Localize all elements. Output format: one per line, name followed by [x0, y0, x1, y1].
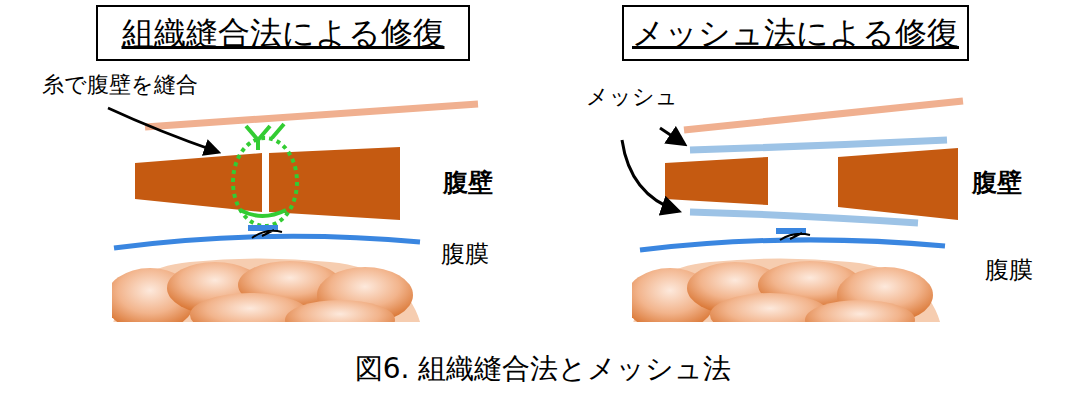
skin-line: [684, 101, 963, 130]
part-label: 腹膜: [441, 240, 489, 269]
part-label: 糸で腹壁を縫合: [42, 72, 198, 98]
mesh-onlay: [690, 140, 947, 150]
suture-knot: [246, 124, 284, 150]
heading-text: メッシュ法による修復: [632, 14, 959, 52]
abdominal-wall: [838, 148, 958, 220]
skin-line: [145, 104, 478, 127]
suture-area: [233, 138, 297, 226]
peritoneum-knot: [252, 230, 282, 238]
part-label: メッシュ: [586, 84, 678, 110]
part-label: 腹膜: [985, 256, 1033, 285]
peritoneum-knot: [780, 233, 810, 240]
heading-box: 組織縫合法による修復: [96, 5, 470, 61]
abdominal-wall: [269, 147, 400, 220]
intestines-right: [632, 259, 942, 323]
leader-arrow: [660, 128, 684, 144]
leader-arrow: [622, 140, 678, 211]
suture-thread: [240, 210, 286, 216]
heading-text: 組織縫合法による修復: [122, 14, 445, 52]
leader-arrow: [108, 108, 218, 152]
peritoneum-line: [114, 236, 420, 248]
abdominal-wall: [665, 157, 768, 205]
heading-box: メッシュ法による修復: [622, 5, 969, 61]
part-label: 腹壁: [443, 168, 493, 198]
abdominal-wall: [135, 153, 262, 212]
intestines-left: [112, 259, 422, 323]
mesh-sublay: [690, 212, 918, 223]
figure-caption: 図6. 組織縫合法とメッシュ法: [0, 352, 1086, 386]
peritoneum-line: [640, 240, 945, 250]
part-label: 腹壁: [972, 168, 1022, 198]
